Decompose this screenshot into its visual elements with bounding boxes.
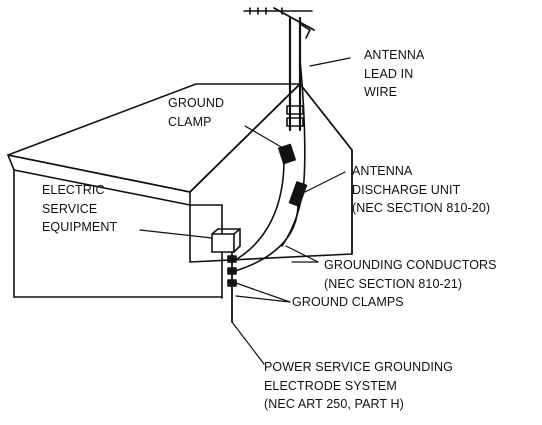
electric-service-line-2: SERVICE xyxy=(42,201,98,216)
antenna-lead-in-line-2: LEAD IN xyxy=(364,66,414,81)
power-service-line-2: ELECTRODE SYSTEM xyxy=(264,378,397,393)
antenna-lead-in-label: ANTENNA LEAD IN WIRE xyxy=(364,46,424,102)
house xyxy=(7,83,353,299)
antenna-lead-in-line-1: ANTENNA xyxy=(364,48,425,62)
antenna-discharge-label: ANTENNA DISCHARGE UNIT (NEC SECTION 810-… xyxy=(352,162,490,218)
power-service-line-1: POWER SERVICE GROUNDING xyxy=(264,360,453,374)
roof-eave xyxy=(7,83,353,193)
electric-service-line-3: EQUIPMENT xyxy=(42,220,118,234)
grounding-conductors-line-1: GROUNDING CONDUCTORS xyxy=(324,258,497,272)
roof-edge-left xyxy=(7,154,15,171)
grounding-conductor-1 xyxy=(231,159,285,263)
grounding-conductor-2 xyxy=(231,203,299,273)
antenna-discharge-line-2: DISCHARGE UNIT xyxy=(352,182,461,197)
antenna-discharge-line-3: (NEC SECTION 810-20) xyxy=(352,201,491,215)
ground-clamp-line-2: CLAMP xyxy=(168,114,212,129)
ground-clamp-mast xyxy=(278,143,296,165)
antenna-discharge-line-1: ANTENNA xyxy=(352,164,413,178)
antenna-lead-in-line-3: WIRE xyxy=(364,85,398,99)
antenna-discharge-unit xyxy=(288,181,308,207)
grounding-conductors-label: GROUNDING CONDUCTORS (NEC SECTION 810-21… xyxy=(324,256,497,293)
ground-clamps-line: GROUND CLAMPS xyxy=(292,295,404,309)
electric-service-label: ELECTRIC SERVICE EQUIPMENT xyxy=(42,181,117,237)
lead-in-wire xyxy=(281,59,306,247)
ground-clamps-label: GROUND CLAMPS xyxy=(292,293,404,312)
power-service-line-3: (NEC ART 250, PART H) xyxy=(264,397,404,411)
ground-clamp-line-1: GROUND xyxy=(168,96,225,110)
electric-service-box xyxy=(211,228,241,253)
power-service-label: POWER SERVICE GROUNDING ELECTRODE SYSTEM… xyxy=(264,358,453,414)
electric-service-line-1: ELECTRIC xyxy=(42,183,105,197)
ground-clamp-label: GROUND CLAMP xyxy=(168,94,224,131)
grounding-conductors-line-2: (NEC SECTION 810-21) xyxy=(324,276,463,291)
